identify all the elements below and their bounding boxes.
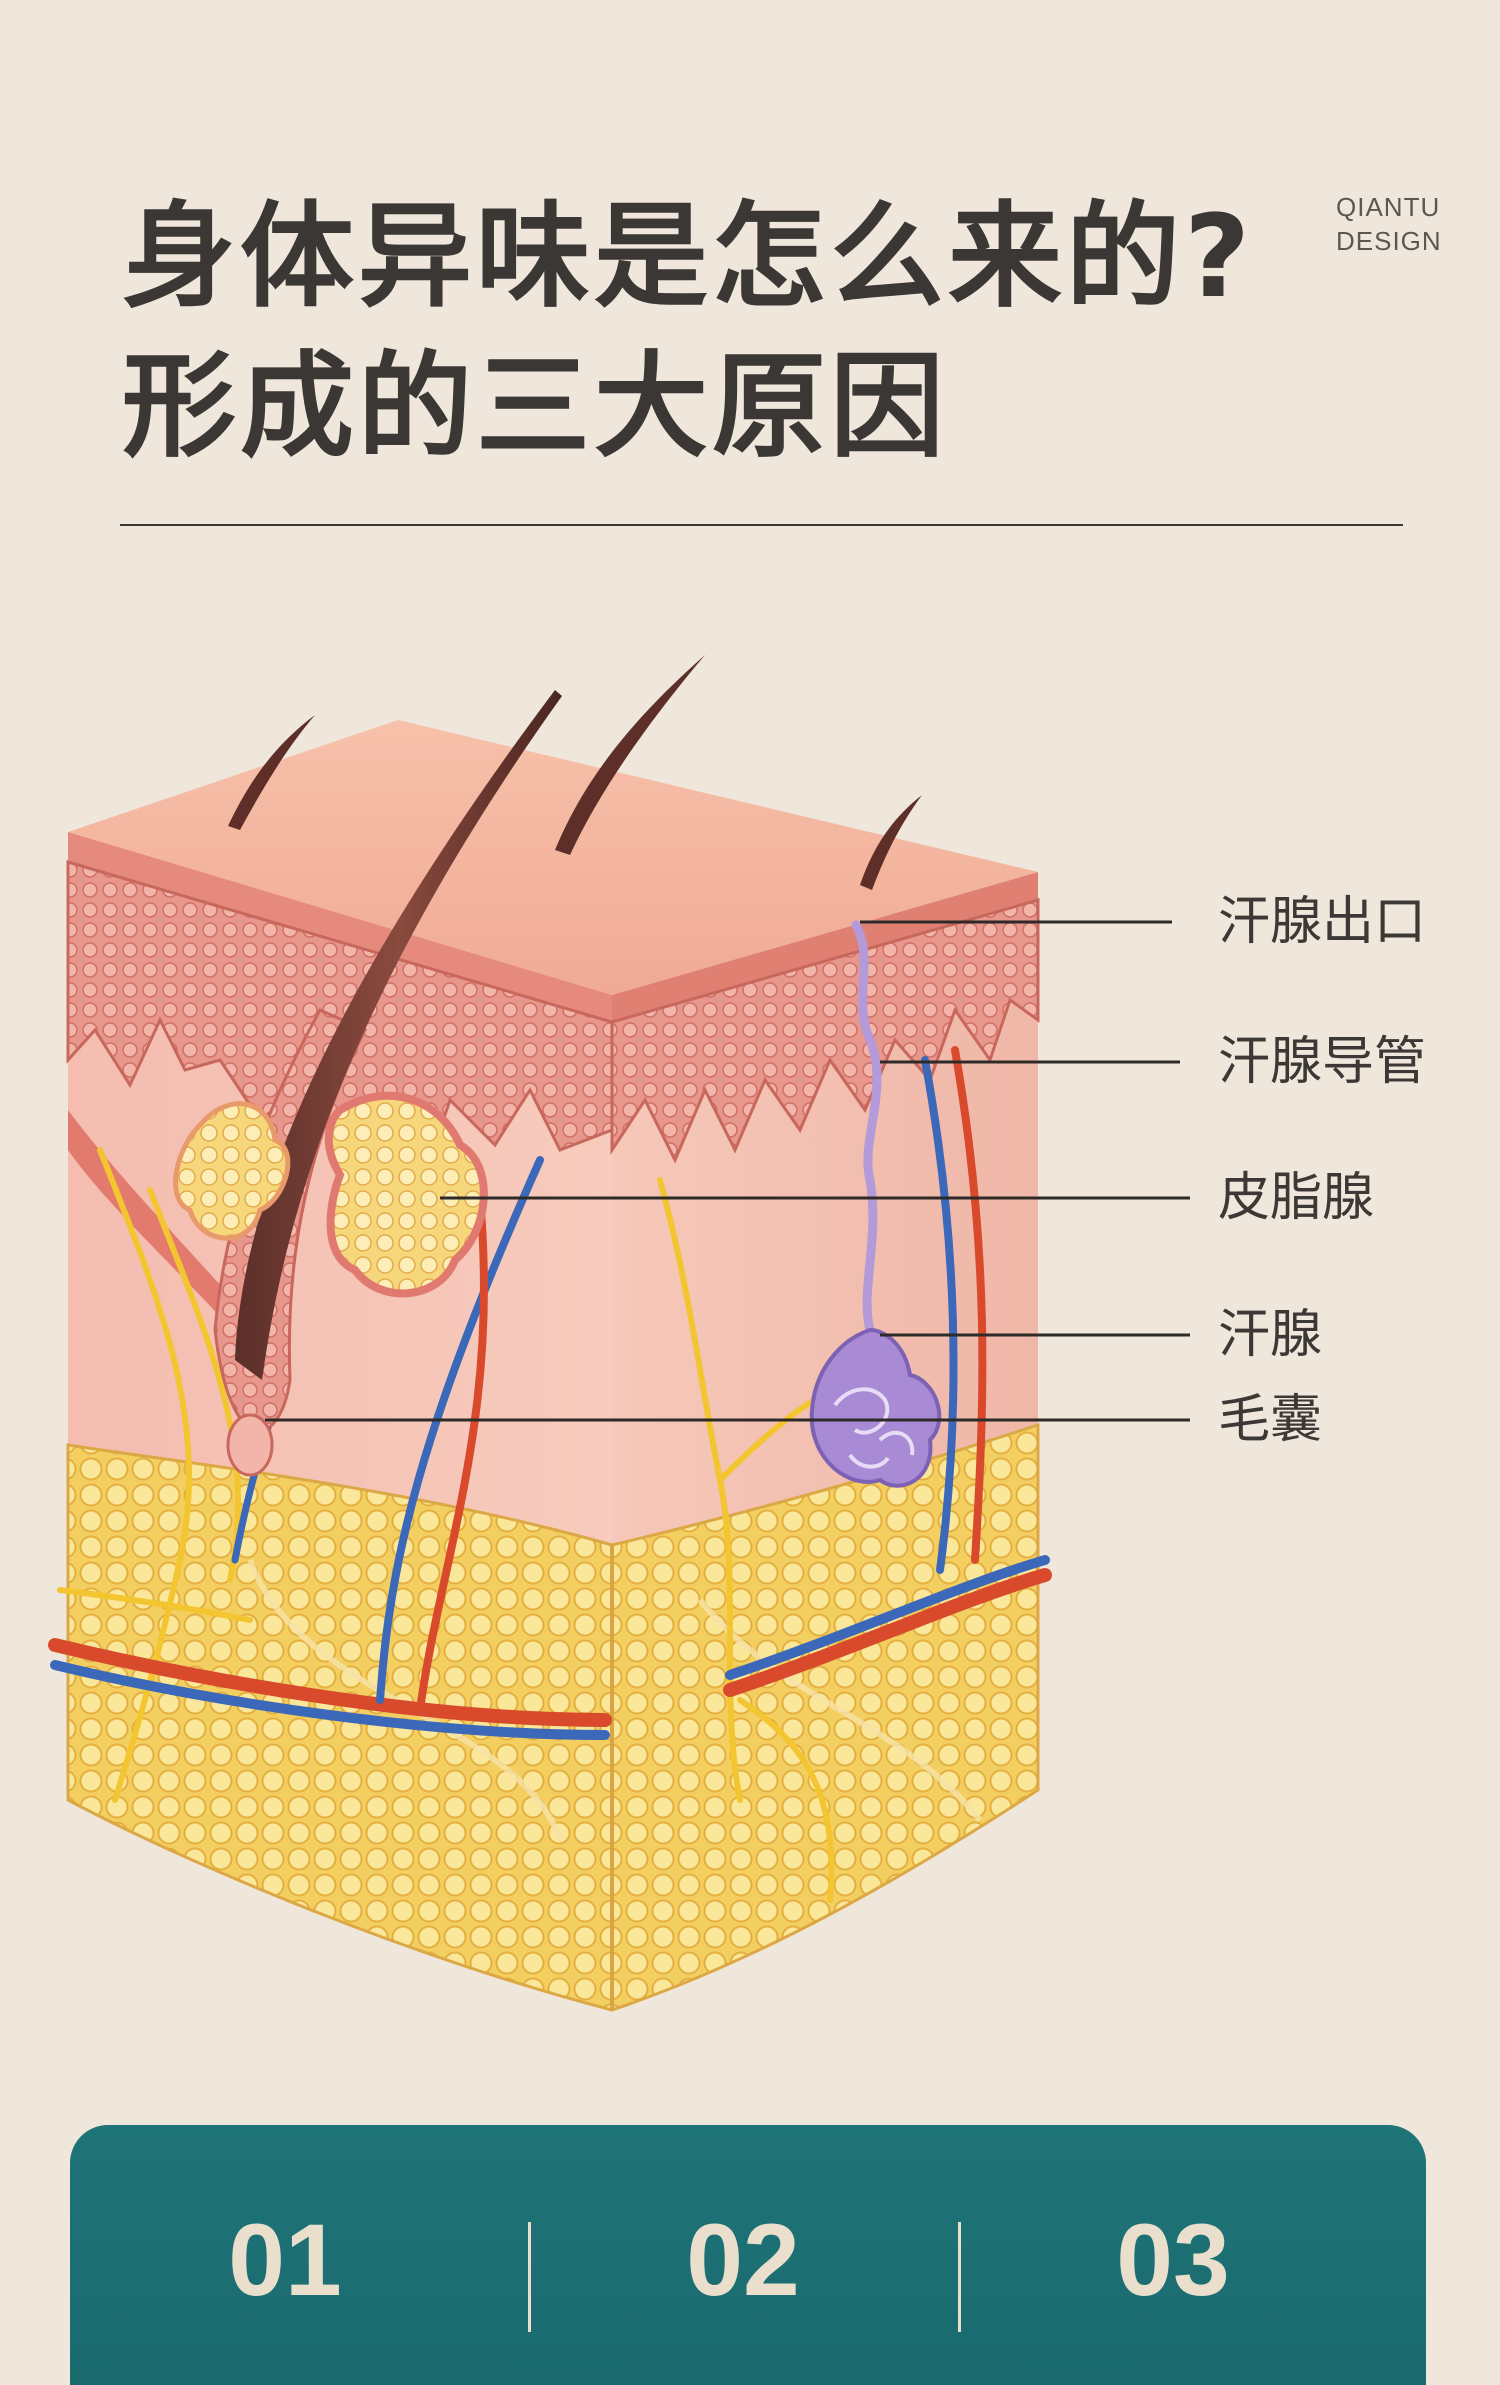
title-line-2: 形成的三大原因 [122,340,949,473]
brand-line-1: QIANTU [1336,192,1441,222]
brand-mark: QIANTU DESIGN [1336,190,1442,258]
label-sweat-duct: 汗腺导管 [1218,1032,1427,1092]
title-line-1: 身体异味是怎么来的? [122,190,1255,323]
surface-hairs [228,655,922,890]
section-divider [528,2222,531,2332]
causes-panel: 01 02 03 [70,2125,1426,2385]
skin-surface [68,720,1038,1022]
section-number-1[interactable]: 01 [228,2203,342,2317]
label-sweat-gland: 汗腺 [1218,1305,1323,1365]
sweat-gland [809,920,942,1488]
label-sweat-pore: 汗腺出口 [1218,892,1427,952]
section-number-2[interactable]: 02 [686,2203,800,2317]
label-hair-follicle: 毛囊 [1218,1390,1323,1450]
section-divider [958,2222,961,2332]
skin-cross-section-illustration [48,655,1190,2012]
title-divider [120,524,1403,526]
brand-line-2: DESIGN [1336,226,1442,256]
section-number-3[interactable]: 03 [1116,2203,1230,2317]
blood-vessels [48,1046,1052,1740]
sebaceous-glands [173,1091,488,1298]
nerves [57,1147,863,1903]
leader-lines [265,920,1190,1422]
label-sebaceous-gland: 皮脂腺 [1218,1168,1375,1228]
page-title: 身体异味是怎么来的? 形成的三大原因 [122,182,1254,482]
